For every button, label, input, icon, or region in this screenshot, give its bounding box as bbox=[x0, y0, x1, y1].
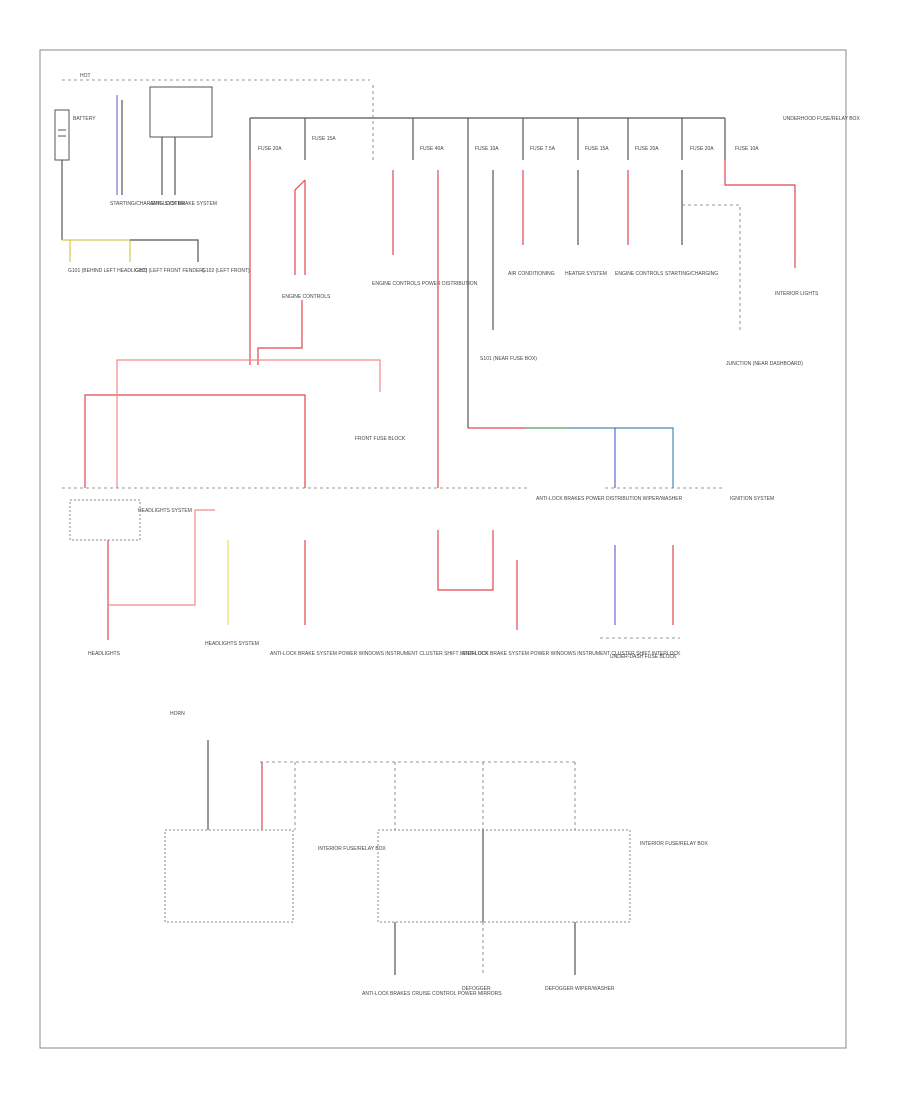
label-ground-g103: G103 (LEFT FRONT FENDER) bbox=[135, 268, 205, 274]
label-interior-lights: INTERIOR LIGHTS bbox=[775, 291, 819, 297]
label-starting-charging: STARTING/CHARGING SYSTEM bbox=[110, 201, 185, 207]
label-underhood-box: UNDERHOOD FUSE/RELAY BOX bbox=[783, 116, 860, 122]
fuse-label-6: FUSE 15A bbox=[585, 146, 609, 152]
battery-label: BATTERY bbox=[73, 116, 96, 122]
label-ignition: IGNITION SYSTEM bbox=[730, 496, 774, 502]
label-headlights-2: HEADLIGHTS bbox=[88, 651, 121, 657]
label-bottom-3: DEFOGGER WIPER/WASHER bbox=[545, 986, 615, 992]
label-anti-lock-top: ANTI-LOCK BRAKE SYSTEM bbox=[150, 201, 217, 207]
fuse-label-7: FUSE 20A bbox=[635, 146, 659, 152]
diagram-border bbox=[39, 49, 847, 1049]
fuse-label-2: FUSE 15A bbox=[312, 136, 336, 142]
fuse-label-9: FUSE 10A bbox=[735, 146, 759, 152]
label-engine-controls-3: ENGINE CONTROLS bbox=[615, 271, 664, 277]
label-engine-controls-2: ENGINE CONTROLS POWER DISTRIBUTION bbox=[372, 281, 478, 287]
fuse-label-5: FUSE 7.5A bbox=[530, 146, 556, 152]
label-big-block: ANTI-LOCK BRAKE SYSTEM POWER WINDOWS INS… bbox=[462, 651, 681, 657]
fuse-label-1: FUSE 20A bbox=[258, 146, 282, 152]
label-interior-box: INTERIOR FUSE/RELAY BOX bbox=[318, 846, 387, 852]
label-bottom-2: DEFOGGER bbox=[462, 986, 491, 992]
label-headlights-3: HEADLIGHTS SYSTEM bbox=[205, 641, 259, 647]
label-ground-g102: G102 (LEFT FRONT) bbox=[202, 268, 250, 274]
label-bottom-1: ANTI-LOCK BRAKES CRUISE CONTROL POWER MI… bbox=[362, 991, 502, 997]
label-engine-controls-1: ENGINE CONTROLS bbox=[282, 294, 331, 300]
fuse-label-4: FUSE 10A bbox=[475, 146, 499, 152]
label-ground-g101: G101 (BEHIND LEFT HEADLIGHT) bbox=[68, 268, 148, 274]
label-headlights-switch: HEADLIGHTS SYSTEM bbox=[138, 508, 192, 514]
label-underdash-fuse: UNDER-DASH FUSE BLOCK bbox=[610, 654, 677, 660]
label-starting-charging-2: STARTING/CHARGING bbox=[665, 271, 718, 277]
label-junction: JUNCTION (NEAR DASHBOARD) bbox=[726, 361, 803, 367]
label-bottom-right-box: INTERIOR FUSE/RELAY BOX bbox=[640, 841, 709, 847]
label-antilock-mid: ANTI-LOCK BRAKES POWER DISTRIBUTION WIPE… bbox=[536, 496, 683, 502]
label-air-conditioning: AIR CONDITIONING bbox=[508, 271, 555, 277]
label-horn: HORN bbox=[170, 711, 185, 717]
label-front-fuse-block: FRONT FUSE BLOCK bbox=[355, 436, 406, 442]
top-hot-label: HOT bbox=[80, 73, 91, 79]
fuse-label-8: FUSE 20A bbox=[690, 146, 714, 152]
battery-symbol bbox=[54, 109, 70, 161]
label-heater: HEATER SYSTEM bbox=[565, 271, 607, 277]
fuse-label-3: FUSE 40A bbox=[420, 146, 444, 152]
label-antilock-bottom: ANTI-LOCK BRAKE SYSTEM POWER WINDOWS INS… bbox=[270, 651, 489, 657]
label-s101: S101 (NEAR FUSE BOX) bbox=[480, 356, 537, 362]
